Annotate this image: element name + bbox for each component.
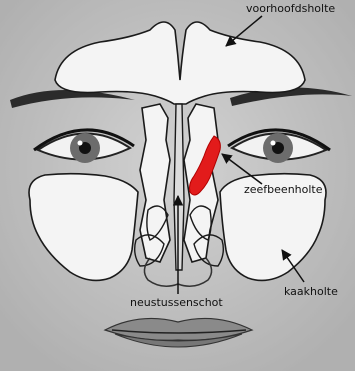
ethmoid-sinus-label: zeefbeenholte: [244, 183, 323, 196]
nasal-septum: [174, 104, 184, 270]
nasal-septum-label: neustussenschot: [130, 296, 223, 309]
ethmoid-cells: [140, 104, 170, 262]
frontal-sinus-label: voorhoofdsholte: [246, 2, 335, 15]
maxillary-sinus-label: kaakholte: [284, 285, 338, 298]
